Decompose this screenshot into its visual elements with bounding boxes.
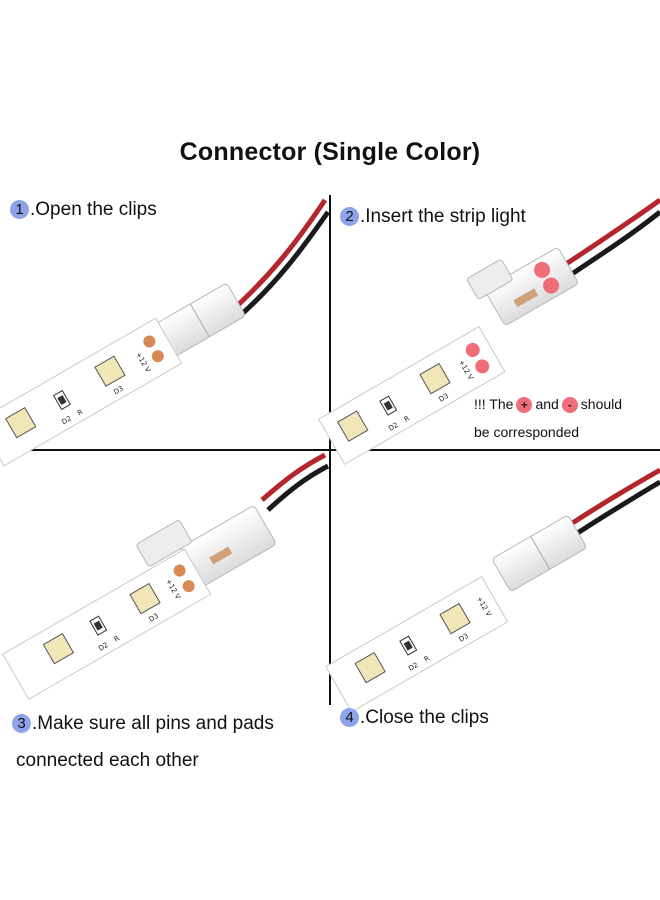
step-1-badge: 1 xyxy=(10,200,29,219)
page-title: Connector (Single Color) xyxy=(179,138,481,166)
wire-black xyxy=(568,479,660,541)
connector-clip-open xyxy=(467,248,578,325)
note-prefix: !!! The xyxy=(474,396,514,412)
polarity-note-line2: be corresponded xyxy=(474,424,580,440)
polarity-note: !!! The+and-should xyxy=(474,396,622,413)
step-3-text: .Make sure all pins and pads xyxy=(32,713,274,734)
pcb-r-label: R xyxy=(403,414,411,423)
plus-badge: + xyxy=(516,397,533,413)
pcb-d3-label: D3 xyxy=(147,612,160,624)
step-4-text: .Close the clips xyxy=(360,707,489,728)
wire-black xyxy=(241,210,331,315)
pcb-d3-label: D3 xyxy=(437,392,450,404)
pcb-d2-label: D2 xyxy=(97,641,110,653)
step-4-badge: 4 xyxy=(340,708,359,727)
note-suffix: should xyxy=(580,396,623,412)
wire-red xyxy=(563,467,660,531)
pcb-d2-label: D2 xyxy=(387,421,400,433)
panel-2-illustration: +12 V D3 D2 R xyxy=(318,197,660,465)
wire-red xyxy=(260,452,327,502)
pcb-r-label: R xyxy=(423,654,431,663)
pcb-d3-label: D3 xyxy=(112,384,125,396)
note-middle: and xyxy=(535,396,559,412)
wire-red xyxy=(558,197,660,271)
pcb-d2-label: D2 xyxy=(60,414,73,426)
step-1-caption: 1.Open the clips xyxy=(10,199,157,221)
led-strip: +12 V D3 D2 R xyxy=(0,317,183,467)
step-4-caption: 4.Close the clips xyxy=(340,707,489,729)
led-strip: +12 V D3 D2 R xyxy=(325,576,509,713)
step-3-caption-line2: connected each other xyxy=(16,750,199,771)
step-1-text: .Open the clips xyxy=(30,199,157,220)
step-3-caption: 3.Make sure all pins and pads xyxy=(12,713,274,735)
led-strip: +12 V D3 D2 R xyxy=(318,326,506,465)
panel-3-illustration: +12 V D3 D2 R xyxy=(2,452,330,700)
pcb-r-label: R xyxy=(76,408,84,417)
step-3-badge: 3 xyxy=(12,714,31,733)
wire-black xyxy=(564,210,660,281)
wire-black xyxy=(266,463,330,512)
connector-clip-open xyxy=(136,506,276,586)
led-strip: +12 V D3 D2 R xyxy=(2,548,212,700)
step-2-text: .Insert the strip light xyxy=(360,206,526,227)
panel-1-illustration: +12 V D3 D2 R xyxy=(0,198,331,467)
minus-badge: - xyxy=(561,397,578,413)
pcb-r-label: R xyxy=(113,634,121,643)
wire-red xyxy=(236,198,328,307)
pcb-d2-label: D2 xyxy=(407,661,420,673)
step-2-caption: 2.Insert the strip light xyxy=(340,206,526,228)
pcb-d3-label: D3 xyxy=(457,632,470,644)
panel-4-illustration: +12 V D3 D2 R xyxy=(325,467,660,713)
step-2-badge: 2 xyxy=(340,207,359,226)
connector-clip xyxy=(492,515,587,591)
